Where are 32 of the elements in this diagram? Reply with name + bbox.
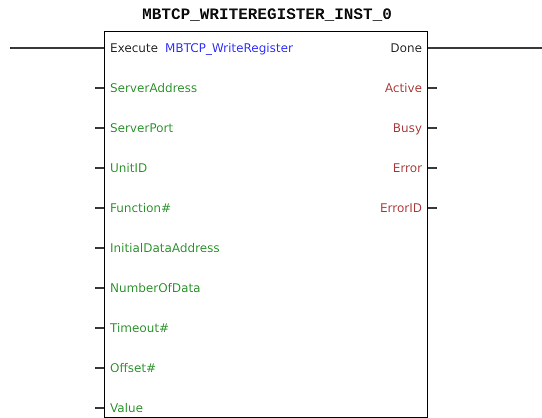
input-pin-label: UnitID xyxy=(105,160,148,176)
pin-stub xyxy=(95,207,105,209)
output-pin-label: Error xyxy=(392,160,427,176)
wire xyxy=(10,47,105,49)
block-type-name: MBTCP_WriteRegister xyxy=(165,40,293,56)
instance-name: MBTCP_WRITEREGISTER_INST_0 xyxy=(141,6,393,24)
pin-stub xyxy=(427,167,437,169)
pin-stub xyxy=(427,127,437,129)
output-pin-label: Busy xyxy=(392,120,427,136)
input-pin-label: ServerAddress xyxy=(105,80,198,96)
input-pin-label: NumberOfData xyxy=(105,280,201,296)
input-pin-label: Function# xyxy=(105,200,172,216)
pin-stub xyxy=(95,407,105,409)
input-pin-label: ServerPort xyxy=(105,120,174,136)
pin-stub xyxy=(95,87,105,89)
control-pin-label: Execute xyxy=(105,40,158,56)
input-pin-label: Offset# xyxy=(105,360,156,376)
input-pin-label: InitialDataAddress xyxy=(105,240,220,256)
pin-stub xyxy=(427,87,437,89)
input-pin-label: Value xyxy=(105,400,143,416)
output-pin-label: Active xyxy=(384,80,427,96)
pin-stub xyxy=(95,367,105,369)
wire xyxy=(427,47,542,49)
control-pin-label: Done xyxy=(390,40,427,56)
pin-stub xyxy=(95,127,105,129)
pin-stub xyxy=(95,167,105,169)
input-pin-label: Timeout# xyxy=(105,320,170,336)
pin-stub xyxy=(95,247,105,249)
pin-stub xyxy=(427,207,437,209)
pin-stub xyxy=(95,327,105,329)
pin-stub xyxy=(95,287,105,289)
output-pin-label: ErrorID xyxy=(380,200,427,216)
